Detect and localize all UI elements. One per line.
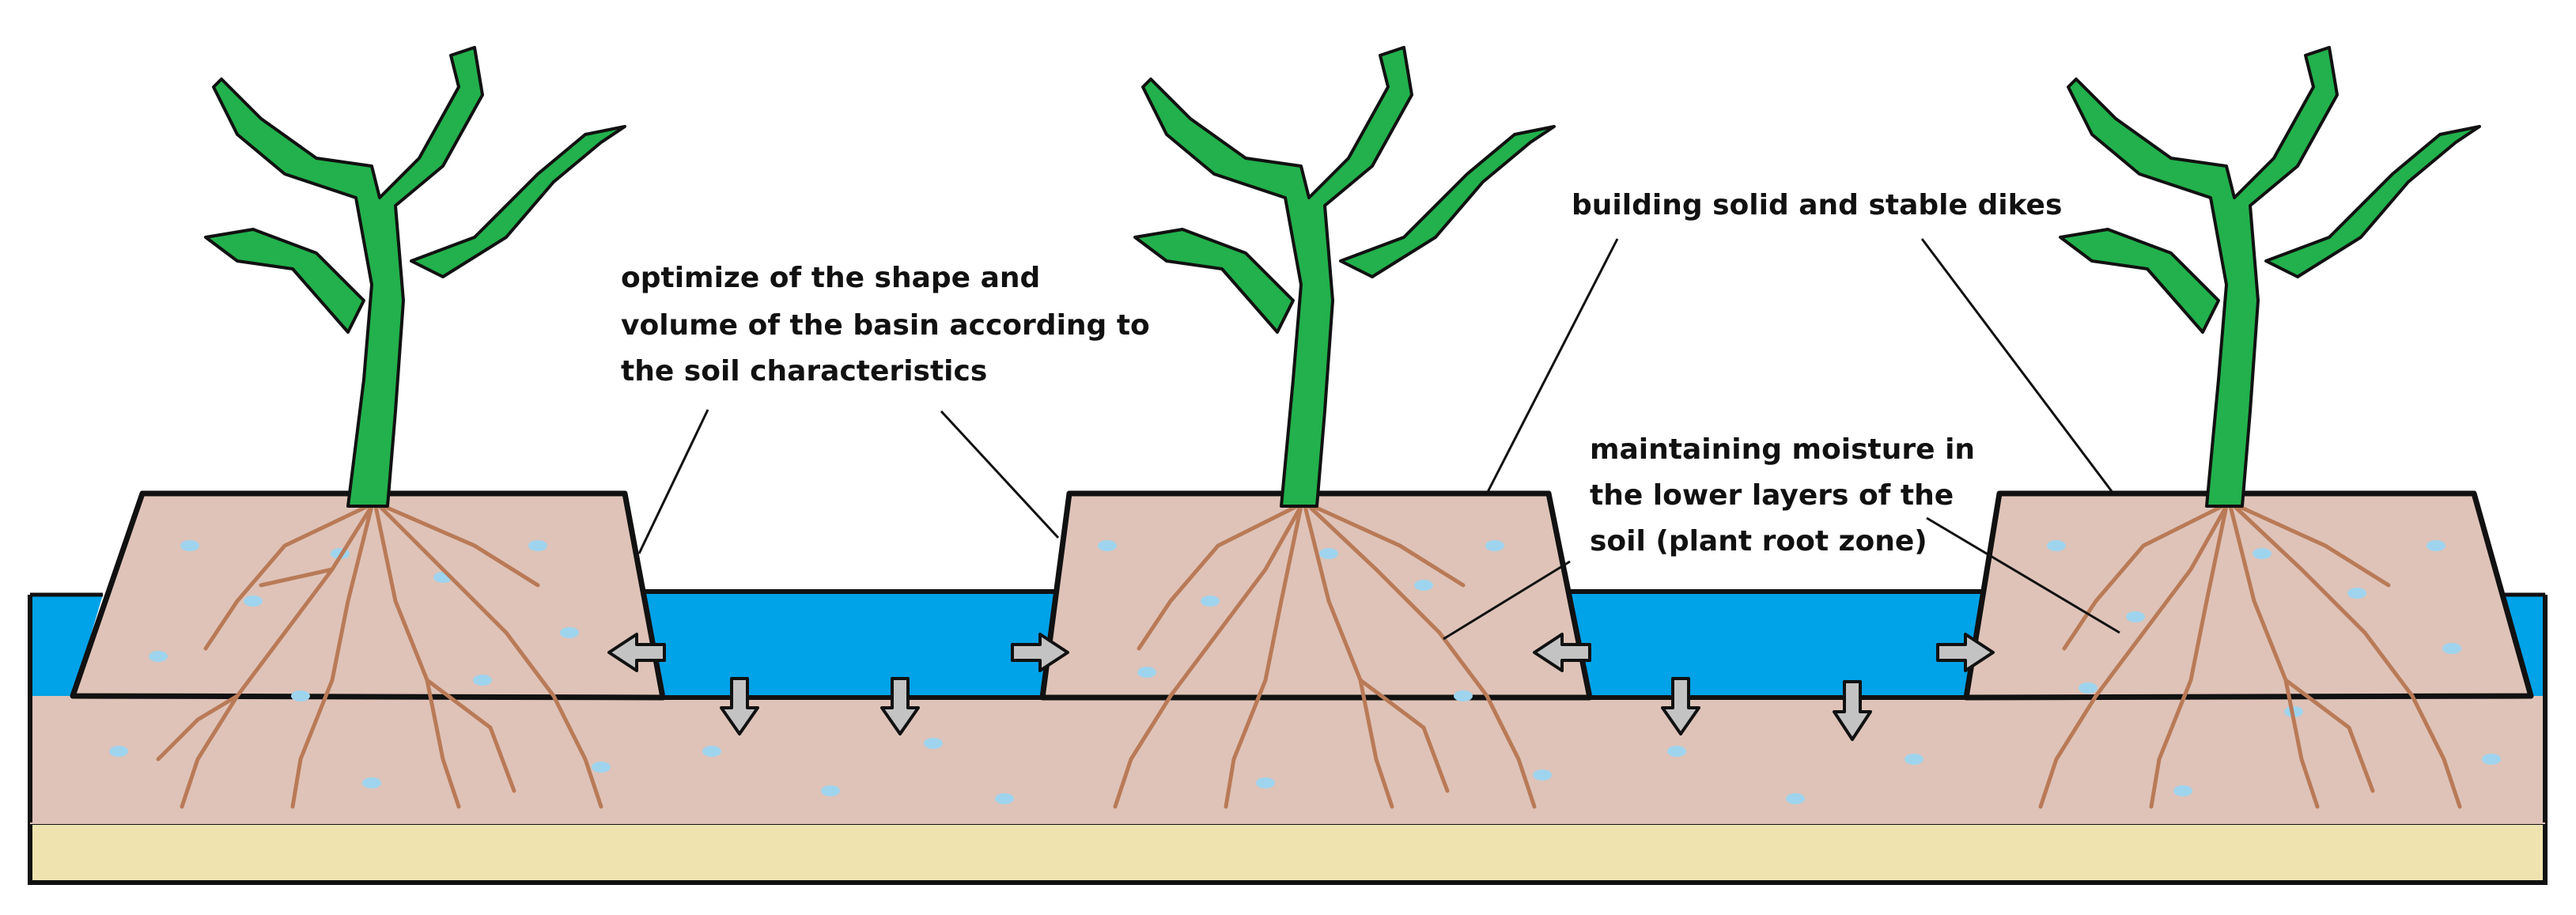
edge-water-right bbox=[2502, 595, 2545, 696]
root-systems bbox=[156, 504, 2462, 809]
roots-plant-1 bbox=[156, 504, 603, 809]
basin-shape-line-3: the soil characteristics bbox=[621, 355, 987, 388]
moisture-line-2: the lower layers of the bbox=[1590, 479, 1954, 512]
roots-plant-3 bbox=[2038, 504, 2462, 809]
basin-shape-line-1: optimize of the shape and bbox=[621, 262, 1040, 294]
lower-soil-band bbox=[30, 688, 2545, 824]
annotation-basin-shape: optimize of the shape and volume of the … bbox=[621, 262, 1150, 388]
leader-dikes-to-dike2 bbox=[1485, 238, 1619, 494]
moisture-line-3: soil (plant root zone) bbox=[1590, 525, 1927, 558]
dike-3 bbox=[1963, 490, 2534, 701]
arrow-down-icon bbox=[1833, 680, 1872, 741]
annotation-moisture: maintaining moisture in the lower layers… bbox=[1590, 433, 1975, 558]
callout-lines bbox=[637, 238, 2120, 641]
basin-shape-line-2: volume of the basin according to bbox=[621, 309, 1150, 342]
edge-water-left bbox=[30, 595, 103, 696]
arrow-horizontal-icon bbox=[1011, 633, 1069, 672]
moisture-line-1: maintaining moisture in bbox=[1590, 433, 1975, 466]
bedrock-layer bbox=[28, 820, 2548, 885]
annotation-dikes: building solid and stable dikes bbox=[1572, 189, 2062, 221]
leader-basin-to-dike1 bbox=[637, 409, 709, 554]
plants bbox=[204, 46, 2481, 508]
soil-moisture-dots bbox=[109, 540, 2501, 804]
plant-2 bbox=[1133, 46, 1556, 508]
arrow-horizontal-icon bbox=[1936, 633, 1995, 672]
arrow-down-icon bbox=[1661, 677, 1700, 735]
arrow-down-icon bbox=[880, 677, 920, 735]
roots-plant-2 bbox=[1113, 504, 1537, 809]
leader-moisture-to-roots3 bbox=[1926, 516, 2120, 634]
leader-moisture-to-roots2 bbox=[1443, 560, 1571, 641]
arrow-horizontal-icon bbox=[1533, 633, 1591, 672]
lateral-flow-arrows bbox=[607, 633, 1995, 672]
plant-1 bbox=[204, 46, 626, 508]
arrow-horizontal-icon bbox=[607, 633, 666, 672]
leader-basin-to-dike2 bbox=[940, 410, 1060, 539]
plant-3 bbox=[2059, 46, 2481, 508]
leader-dikes-to-dike3 bbox=[1920, 238, 2115, 494]
dikes-line-1: building solid and stable dikes bbox=[1572, 189, 2062, 221]
dike-2 bbox=[1039, 490, 1593, 701]
infiltration-arrows bbox=[720, 677, 1872, 741]
arrow-down-icon bbox=[720, 677, 759, 735]
water-basin-1 bbox=[627, 589, 1072, 700]
water-basin-2 bbox=[1553, 589, 2003, 700]
